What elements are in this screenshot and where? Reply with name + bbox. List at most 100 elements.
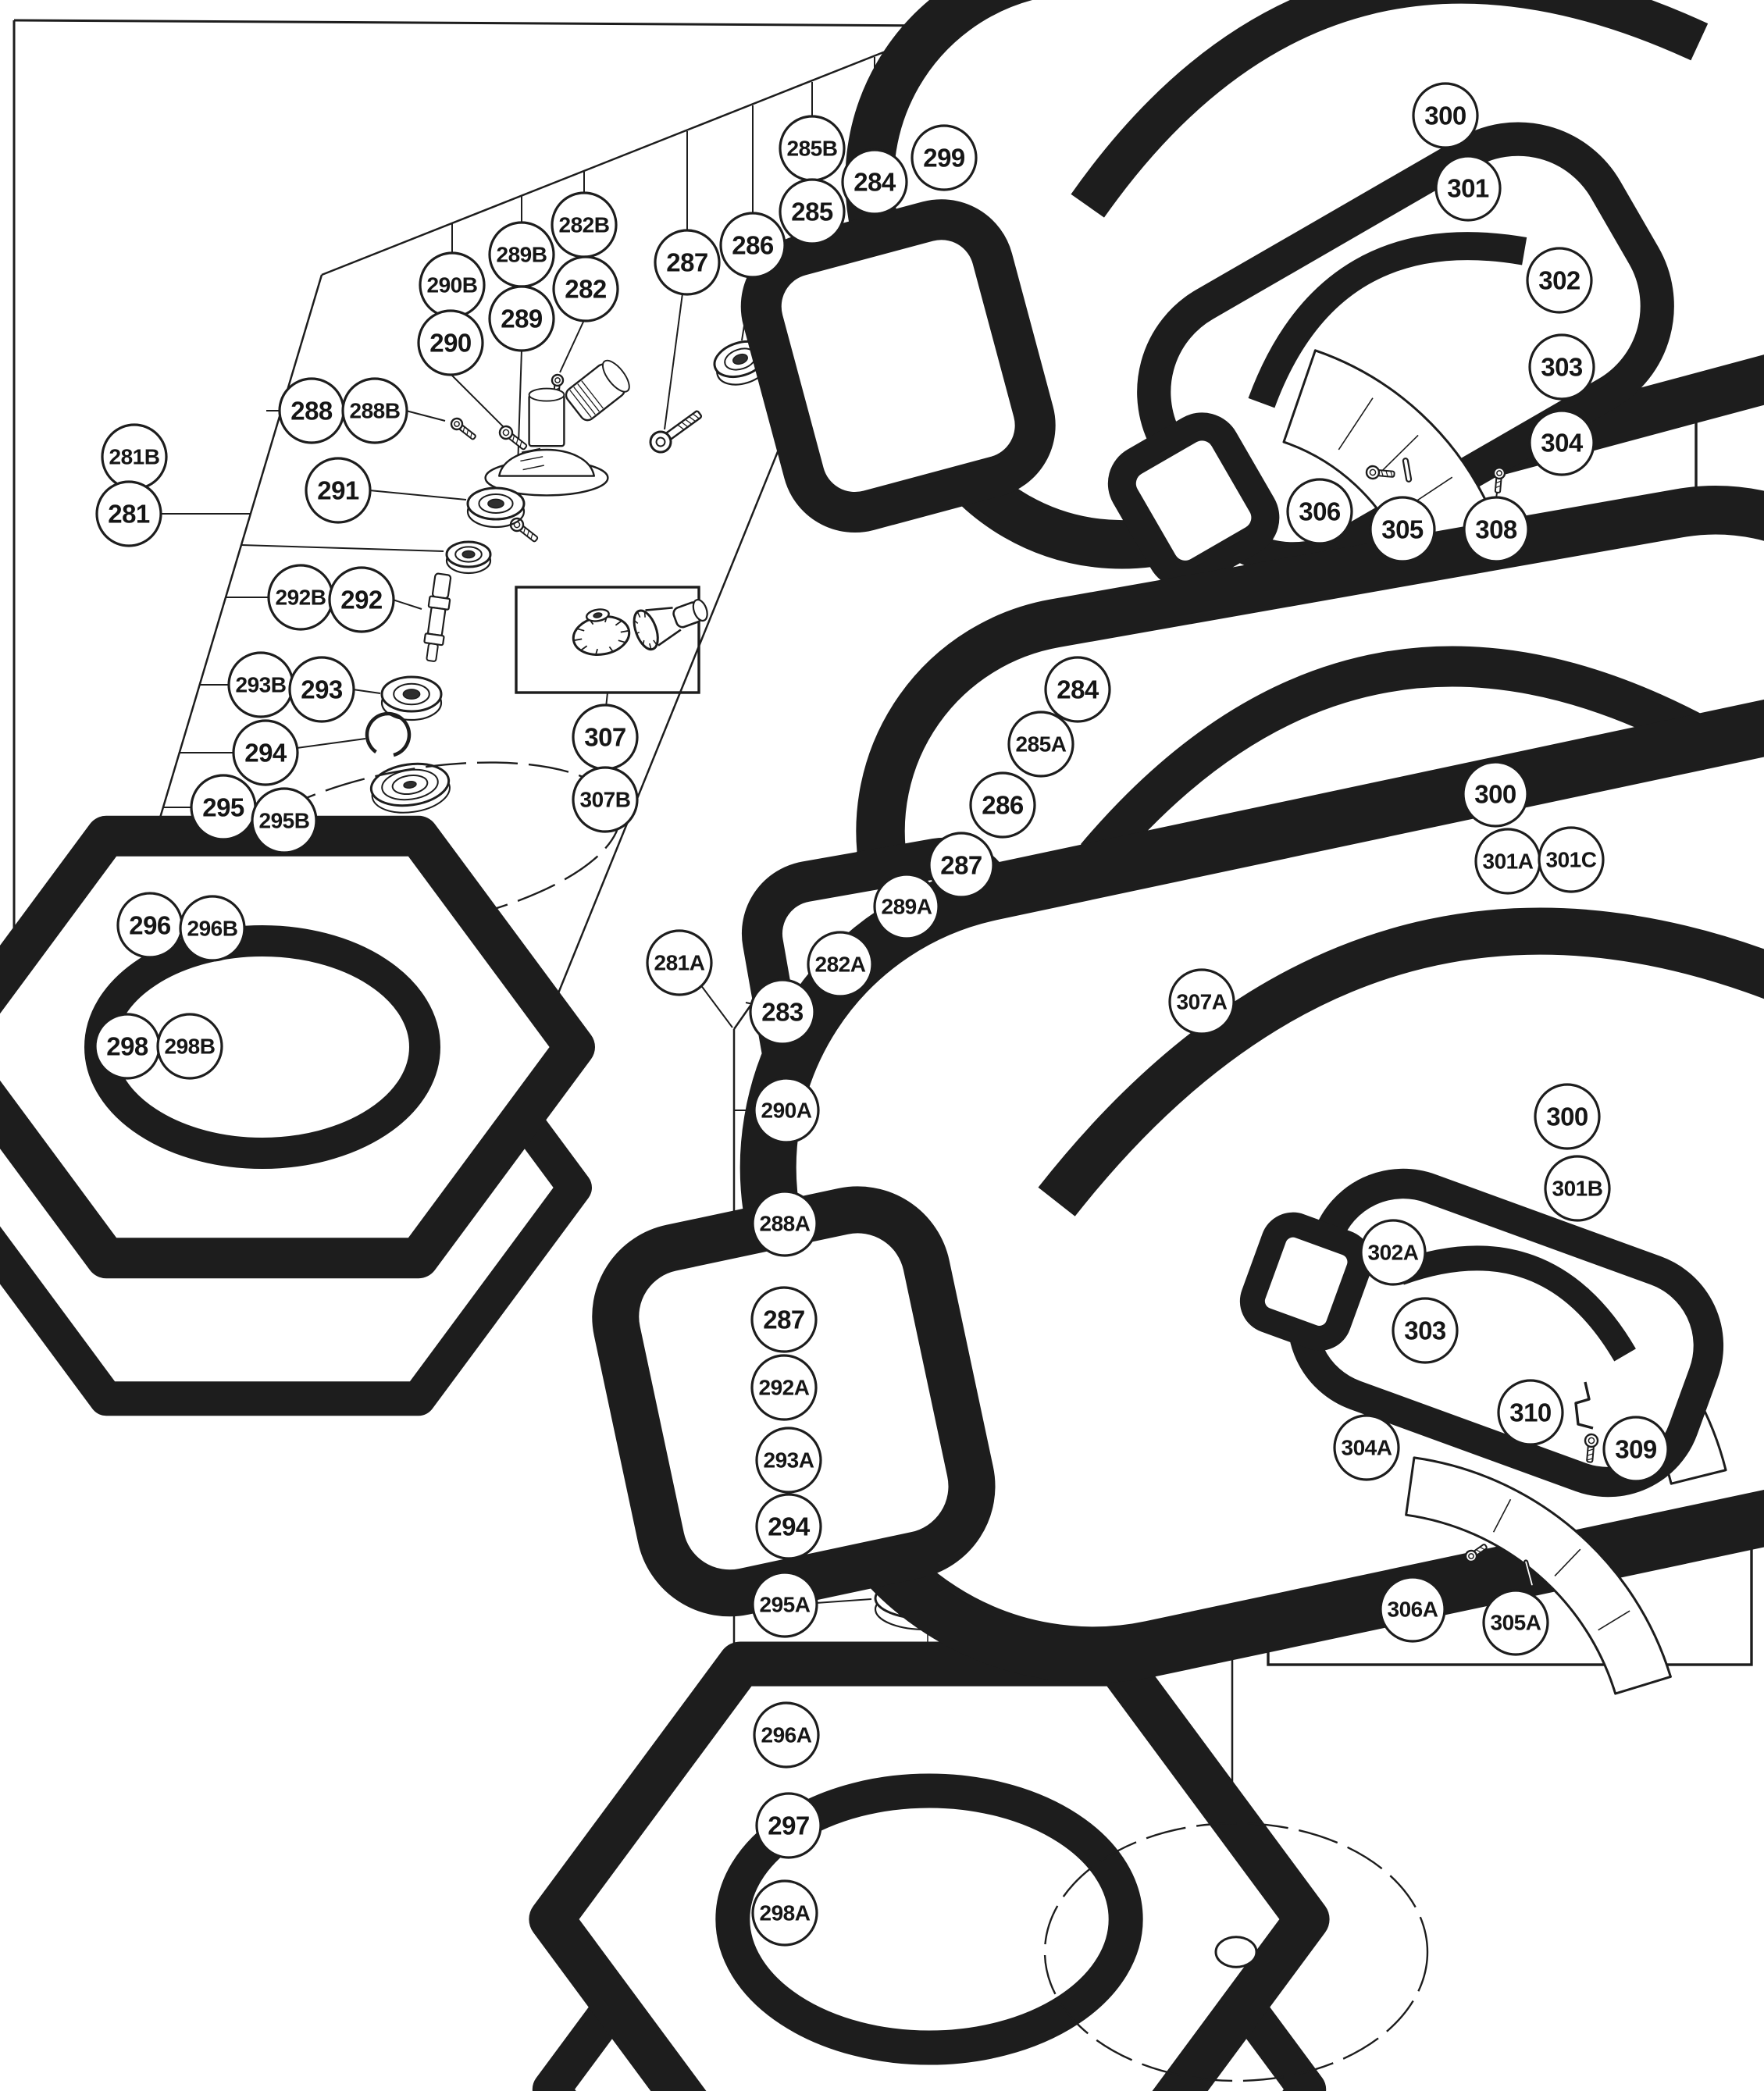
screw-306 — [1365, 465, 1395, 480]
balloon-291-16: 291 — [305, 457, 372, 524]
balloon-287-8: 287 — [654, 229, 721, 296]
svg-text:289A: 289A — [882, 895, 932, 919]
svg-text:290B: 290B — [427, 273, 478, 297]
svg-text:282B: 282B — [559, 213, 610, 237]
balloon-293-20: 293 — [288, 656, 355, 723]
svg-text:306A: 306A — [1388, 1598, 1438, 1622]
balloon-285-4: 285 — [779, 178, 846, 245]
svg-text:300: 300 — [1474, 780, 1516, 809]
leader-line — [450, 373, 507, 430]
svg-text:296B: 296B — [187, 917, 238, 941]
balloon-282B-2: 282B — [551, 191, 618, 258]
pin-305a — [1523, 1559, 1534, 1587]
svg-text:284: 284 — [853, 168, 896, 197]
svg-text:308: 308 — [1475, 515, 1517, 544]
balloon-282A-36: 282A — [807, 931, 874, 998]
svg-text:291: 291 — [317, 476, 359, 505]
balloon-289-10: 289 — [488, 285, 555, 352]
balloon-304A-66: 304A — [1333, 1414, 1400, 1481]
svg-text:282A: 282A — [815, 953, 866, 977]
svg-text:290: 290 — [429, 329, 472, 358]
bevel-gear-307 — [572, 608, 631, 656]
balloon-290A-39: 290A — [753, 1077, 820, 1144]
left-sheet-top-diagonal — [321, 24, 951, 276]
clip-303 — [1107, 122, 1674, 589]
svg-text:305: 305 — [1381, 515, 1424, 544]
balloon-297-47: 297 — [755, 1792, 822, 1859]
balloon-294-21: 294 — [232, 719, 299, 786]
leader-line — [664, 293, 683, 430]
svg-text:287: 287 — [940, 851, 982, 880]
screw-309 — [1584, 1433, 1599, 1463]
bearing-281 — [445, 540, 492, 575]
svg-text:292B: 292B — [276, 586, 326, 610]
balloon-300-60: 300 — [1534, 1083, 1601, 1150]
svg-text:288A: 288A — [760, 1212, 811, 1236]
balloon-281B-14: 281B — [101, 423, 168, 490]
svg-text:290A: 290A — [761, 1099, 812, 1123]
svg-text:287: 287 — [666, 248, 708, 277]
screw-288b — [450, 417, 476, 440]
balloon-301A-58: 301A — [1474, 828, 1541, 895]
svg-text:303: 303 — [1404, 1316, 1446, 1345]
balloon-288-12: 288 — [278, 377, 345, 444]
svg-text:285B: 285B — [787, 137, 838, 161]
svg-text:288: 288 — [290, 397, 333, 426]
svg-text:289: 289 — [501, 305, 543, 333]
blade-disc-bottom — [1043, 1822, 1429, 2082]
svg-text:283: 283 — [761, 998, 804, 1027]
svg-text:293B: 293B — [236, 673, 287, 697]
balloon-299-6: 299 — [911, 124, 978, 191]
svg-text:301C: 301C — [1546, 848, 1597, 872]
balloon-304-53: 304 — [1528, 409, 1595, 476]
svg-text:295A: 295A — [760, 1593, 811, 1617]
balloon-302-51: 302 — [1526, 247, 1593, 314]
svg-text:304: 304 — [1541, 429, 1584, 458]
balloon-288B-13: 288B — [341, 377, 408, 444]
balloon-303-63: 303 — [1392, 1297, 1459, 1364]
balloon-300-57: 300 — [1462, 761, 1529, 828]
balloon-290B-0: 290B — [419, 251, 486, 319]
balloon-302A-62: 302A — [1360, 1219, 1427, 1286]
nut-298a — [529, 1641, 1330, 2091]
balloon-296-24: 296 — [116, 892, 184, 959]
svg-text:307: 307 — [584, 723, 626, 752]
screw-308 — [1492, 466, 1506, 493]
svg-text:309: 309 — [1615, 1435, 1657, 1464]
balloon-289B-1: 289B — [488, 221, 555, 288]
balloon-296B-25: 296B — [179, 895, 246, 962]
nut-298 — [0, 815, 595, 1416]
balloon-290-11: 290 — [417, 309, 484, 376]
svg-text:293: 293 — [301, 675, 343, 704]
leader-line — [392, 599, 422, 610]
nut-top — [529, 1641, 1330, 2091]
svg-text:286: 286 — [982, 791, 1024, 820]
left-sheet-top — [13, 19, 951, 27]
svg-text:294: 294 — [768, 1512, 811, 1541]
svg-text:296A: 296A — [761, 1723, 812, 1747]
svg-text:303: 303 — [1541, 353, 1583, 382]
balloon-285B-3: 285B — [779, 115, 846, 182]
balloon-295-22: 295 — [190, 774, 257, 841]
balloon-284-5: 284 — [841, 148, 908, 216]
svg-text:302: 302 — [1538, 266, 1580, 295]
balloon-294-44: 294 — [755, 1493, 822, 1560]
balloon-306A-67: 306A — [1379, 1576, 1446, 1643]
svg-text:301: 301 — [1447, 174, 1489, 203]
balloon-307B-29: 307B — [572, 766, 639, 833]
balloon-310-64: 310 — [1497, 1379, 1564, 1446]
svg-text:281: 281 — [108, 500, 150, 529]
leader-line — [559, 319, 585, 373]
balloon-292-18: 292 — [328, 566, 395, 633]
svg-text:301B: 301B — [1552, 1177, 1603, 1201]
bearing-291 — [466, 486, 526, 529]
balloon-284-30: 284 — [1044, 656, 1111, 723]
guard-304a — [1405, 1456, 1672, 1695]
leader-line — [405, 410, 446, 422]
balloon-281A-35: 281A — [646, 929, 713, 996]
svg-text:284: 284 — [1057, 675, 1099, 704]
svg-text:304A: 304A — [1342, 1436, 1392, 1460]
balloon-292B-17: 292B — [267, 564, 334, 631]
pin-305 — [1402, 458, 1413, 483]
svg-text:300: 300 — [1546, 1102, 1588, 1131]
